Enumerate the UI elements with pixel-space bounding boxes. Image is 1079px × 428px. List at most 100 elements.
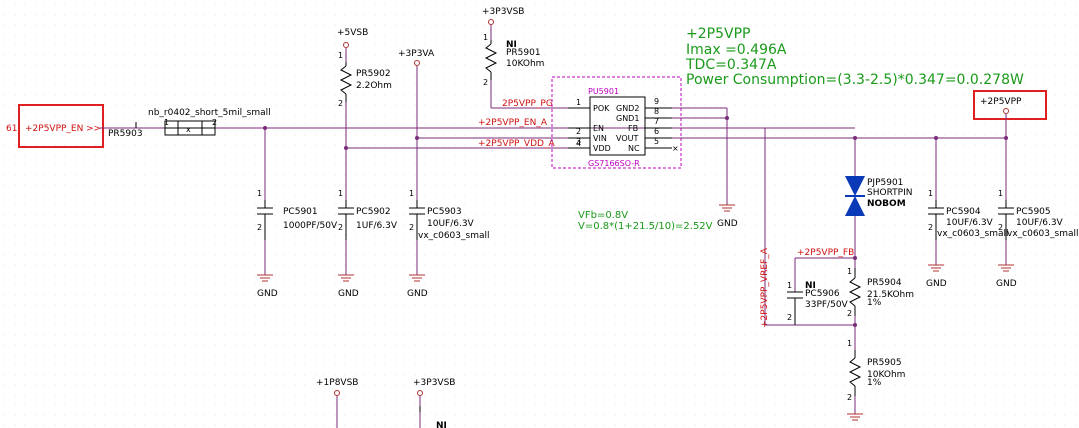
svg-text:1: 1 [998,189,1003,198]
svg-text:10KOhm: 10KOhm [867,370,905,380]
svg-text:PR5903: PR5903 [108,129,143,139]
svg-text:x: x [186,125,191,134]
svg-text:NI: NI [805,281,816,291]
svg-text:NI: NI [436,421,447,428]
power-3p3va: +3P3VA [398,49,435,66]
power-1p8vsb: +1P8VSB [316,378,358,428]
svg-text:10UF/6.3V: 10UF/6.3V [1016,218,1064,228]
note-power: Power Consumption=(3.3-2.5)*0.347=0.0.27… [686,72,1024,88]
svg-text:4: 4 [576,139,581,148]
svg-text:PC5905: PC5905 [1016,207,1051,217]
svg-text:vx_c0603_small: vx_c0603_small [418,231,489,241]
svg-text:+2P5VPP: +2P5VPP [980,97,1022,107]
svg-text:1: 1 [847,267,852,276]
svg-text:PR5905: PR5905 [867,358,902,368]
svg-text:POK: POK [593,104,610,113]
svg-text:1%: 1% [867,298,882,308]
svg-text:1: 1 [164,118,169,127]
shortpin-pjp5901[interactable]: PJP5901 SHORTPIN NOBOM [845,176,912,216]
svg-text:1: 1 [787,281,792,290]
svg-text:NI: NI [506,40,517,50]
svg-text:PU5901: PU5901 [588,87,619,96]
svg-text:2: 2 [847,309,852,318]
capacitor-pc5902[interactable]: 1 2 PC5902 1UF/6.3V [338,189,398,240]
svg-text:3: 3 [576,137,581,146]
svg-text:PR5902: PR5902 [356,69,391,79]
svg-text:2.2Ohm: 2.2Ohm [356,81,392,91]
svg-text:2: 2 [576,127,581,136]
svg-text:8: 8 [654,107,659,116]
svg-text:10UF/6.3V: 10UF/6.3V [427,219,475,229]
ic-pu5901[interactable]: PU5901 GS7166SO-R 1 POK 2 EN 3 VIN 4 VDD… [551,76,682,169]
highlight-box-left [18,104,104,148]
highlight-box-right [973,90,1047,120]
note-tdc: TDC=0.347A [685,57,777,73]
net-label-en-a: +2P5VPP_EN_A [478,118,548,128]
net-label-vref-a: +2P5VPP_VREF_A [760,247,770,328]
svg-text:NOBOM: NOBOM [867,199,906,209]
resistor-pr5902[interactable]: 1 2 PR5902 2.2Ohm [338,51,392,108]
svg-text:PC5906: PC5906 [805,289,840,299]
svg-text:1: 1 [338,51,343,60]
power-3p3vsb-top: +3P3VSB [482,7,524,25]
gnd-symbol-pc5905 [998,264,1014,272]
svg-text:PC5901: PC5901 [283,207,318,217]
power-2p5vpp-out[interactable]: +2P5VPP [973,90,1047,120]
svg-text:GND: GND [257,289,278,299]
net-label-vdd-a: +2P5VPP_VDD_A [478,139,555,149]
svg-text:GND: GND [338,289,359,299]
port-net-label: +2P5VPP_EN [25,124,83,134]
port-2p5vpp-en[interactable]: 61 +2P5VPP_EN >> [6,104,104,148]
capacitor-pc5904[interactable]: 1 2 PC5904 10UF/6.3V vx_c0603_small [928,189,1008,240]
svg-text:VOUT: VOUT [616,134,638,143]
resistor-pr5901[interactable]: 1 NI 2 PR5901 10KOhm [483,33,544,87]
svg-text:+3P3VSB: +3P3VSB [413,378,455,388]
svg-text:+1P8VSB: +1P8VSB [316,378,358,388]
resistor-pr5905[interactable]: 1 2 PR5905 10KOhm 1% [847,339,905,402]
power-3p3vsb-bottom: +3P3VSB NI [413,378,455,428]
port-arrow-icon: >> [86,124,101,134]
svg-text:VIN: VIN [593,134,607,143]
note-imax: Imax =0.496A [686,42,787,58]
svg-text:EN: EN [593,124,604,133]
svg-text:2: 2 [338,99,343,108]
svg-text:10KOhm: 10KOhm [506,59,544,69]
svg-text:GS7166SO-R: GS7166SO-R [588,159,640,168]
net-label-fb: +2P5VPP_FB [797,248,854,258]
svg-text:FB: FB [628,124,638,133]
gnd-symbol-3 [409,274,425,282]
gnd-symbol-pr5905 [847,413,863,421]
svg-text:1: 1 [483,33,488,42]
svg-text:1%: 1% [867,378,882,388]
svg-text:+3P3VA: +3P3VA [398,49,435,59]
svg-text:7: 7 [654,117,659,126]
svg-text:SHORTPIN: SHORTPIN [867,188,912,198]
svg-text:vx_c0603_small: vx_c0603_small [937,229,1008,239]
gnd-symbol-ic [719,204,735,212]
capacitor-pc5905[interactable]: 1 2 PC5905 10UF/6.3V vx_c0603_small [998,189,1078,240]
svg-text:GND: GND [717,219,738,229]
resistor-pr5904[interactable]: 1 2 PR5904 21.5KOhm 1% [847,267,914,318]
svg-text:GND: GND [407,289,428,299]
resistor-pr5903[interactable]: nb_r0402_short_5mil_small 1 2 PR5903 x [108,108,271,139]
svg-text:PC5903: PC5903 [427,207,462,217]
svg-text:2: 2 [257,223,262,232]
svg-text:10UF/6.3V: 10UF/6.3V [946,218,994,228]
svg-text:2: 2 [998,223,1003,232]
note-title: +2P5VPP [686,26,750,42]
svg-text:1: 1 [257,189,262,198]
svg-text:1: 1 [847,339,852,348]
gnd-symbol-pc5904 [928,264,944,272]
svg-text:GND: GND [996,279,1017,289]
svg-text:1: 1 [338,189,343,198]
capacitor-pc5906[interactable]: 1 NI 2 PC5906 33PF/50V [787,281,849,325]
svg-text:PJP5901: PJP5901 [867,178,903,188]
svg-text:PR5904: PR5904 [867,278,902,288]
capacitor-pc5901[interactable]: 1 2 PC5901 1000PF/50V [257,189,338,240]
svg-text:GND1: GND1 [616,114,639,123]
capacitor-pc5903[interactable]: 1 2 PC5903 10UF/6.3V vx_c0603_small [409,189,489,241]
power-5vsb: +5VSB [337,28,368,48]
svg-text:GND: GND [926,279,947,289]
svg-text:2: 2 [787,313,792,322]
gnd-symbol-2 [338,274,354,282]
